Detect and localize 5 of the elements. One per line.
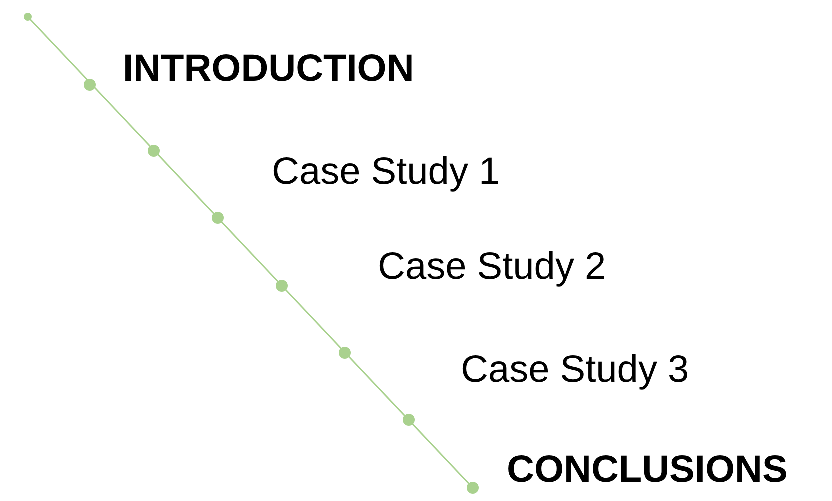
- section-title: Case Study 3: [461, 351, 690, 389]
- section-title: Case Study 1: [272, 153, 500, 191]
- section-heading: INTRODUCTION: [123, 50, 414, 88]
- section-title: Case Study 2: [378, 248, 606, 286]
- section-heading: CONCLUSIONS: [507, 451, 788, 489]
